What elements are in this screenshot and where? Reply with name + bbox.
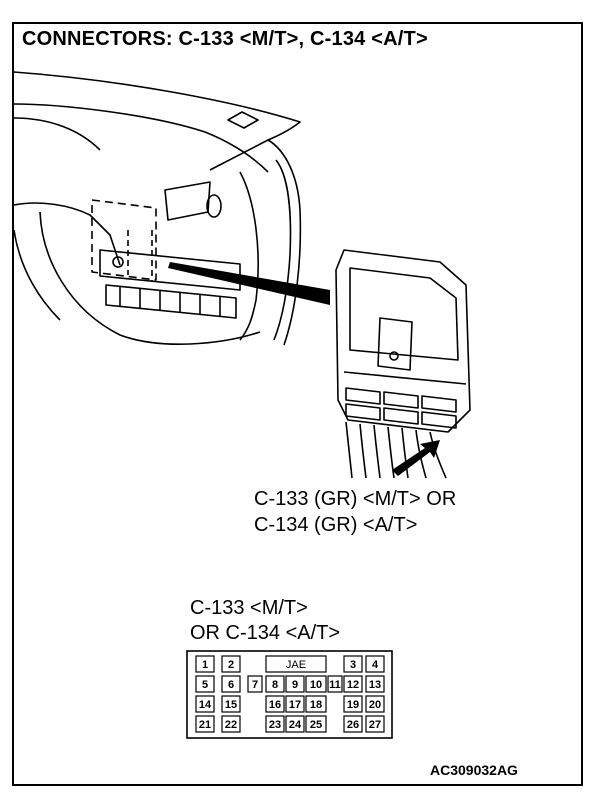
dashboard-inner-edge	[14, 103, 269, 173]
leader-wedge	[168, 262, 330, 305]
callout-line-2: C-134 (GR) <A/T>	[254, 514, 418, 536]
connector-face-diagram: JAE 1 2 3 4 5 6 7 8 9 10 11 12 13 14 15 …	[186, 650, 393, 739]
pin-11: 11	[329, 679, 341, 691]
pin-6: 6	[228, 679, 234, 691]
connector-face-outline	[186, 650, 393, 739]
jae-keyway	[265, 655, 327, 673]
pin-2: 2	[228, 659, 234, 671]
connector-label-line-2: OR C-134 <A/T>	[190, 622, 341, 644]
connector-label-line-1: C-133 <M/T>	[190, 597, 308, 619]
pin-23: 23	[269, 719, 281, 731]
callout-line-1: C-133 (GR) <M/T> OR	[254, 488, 457, 510]
pin-4: 4	[372, 659, 379, 671]
pin-25: 25	[310, 719, 322, 731]
pin-24: 24	[289, 719, 302, 731]
pin-19: 19	[347, 699, 359, 711]
pin-8: 8	[272, 679, 278, 691]
figure-title: CONNECTORS: C-133 <M/T>, C-134 <A/T>	[22, 28, 428, 50]
pin-20: 20	[369, 699, 381, 711]
ecu-location-dashed	[91, 199, 157, 281]
pin-14: 14	[199, 699, 212, 711]
pin-9: 9	[292, 679, 298, 691]
pin-27: 27	[369, 719, 381, 731]
pin-3: 3	[350, 659, 356, 671]
connector-arrow	[392, 440, 440, 476]
pin-12: 12	[347, 679, 359, 691]
dashboard-ecu-illustration	[14, 71, 471, 479]
dash-vent	[164, 181, 211, 221]
figure-frame	[12, 22, 583, 786]
pin-18: 18	[310, 699, 322, 711]
pin-13: 13	[369, 679, 381, 691]
pin-26: 26	[347, 719, 359, 731]
pin-1: 1	[202, 659, 208, 671]
pin-16: 16	[269, 699, 281, 711]
connector-maker-label: JAE	[286, 659, 306, 671]
pin-10: 10	[310, 679, 322, 691]
pin-22: 22	[225, 719, 237, 731]
pin-17: 17	[289, 699, 301, 711]
pin-15: 15	[225, 699, 237, 711]
dashboard-top-edge	[14, 71, 301, 171]
dashboard-side	[267, 139, 302, 346]
figure-code: AC309032AG	[430, 762, 518, 778]
ecu-unit	[335, 249, 471, 433]
pin-21: 21	[199, 719, 211, 731]
pin-5: 5	[202, 679, 208, 691]
pin-7: 7	[252, 679, 258, 691]
